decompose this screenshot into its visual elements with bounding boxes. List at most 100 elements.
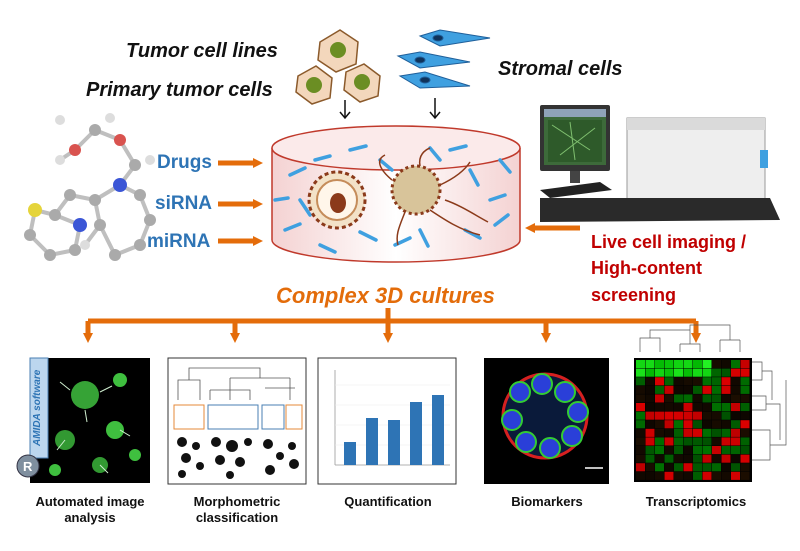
heatmap-cell [655,446,664,455]
heatmap-cell [721,411,731,420]
heatmap-cell [702,368,712,377]
caption-line2: analysis [64,510,116,525]
heatmap-cell [712,428,721,437]
heatmap-cell [645,437,655,446]
heatmap-cell [664,454,674,463]
heatmap-cell [683,446,693,455]
heatmap-cell [683,360,693,369]
imaging-label-line3: screening [591,285,677,305]
heatmap-cell [674,454,683,463]
heatmap-cell [721,377,731,386]
heatmap-cell [674,394,683,403]
heatmap-cell [740,454,750,463]
heatmap-cell [645,377,655,386]
primary-tumor-cells-label: Primary tumor cells [86,79,273,101]
biomarkers-panel [484,358,609,484]
heatmap-cell [693,446,702,455]
heatmap-cell [645,368,655,377]
heatmap-cell [731,377,740,386]
heatmap-cell [636,394,645,403]
heatmap-cell [721,394,731,403]
heatmap-cell [721,454,731,463]
heatmap-cell [693,437,702,446]
heatmap-cell [712,411,721,420]
heatmap-cell [655,463,664,472]
heatmap-cell [740,360,750,369]
heatmap-cell [702,428,712,437]
heatmap-cell [674,420,683,429]
caption-line1: Morphometric [193,494,281,509]
heatmap-cell [655,411,664,420]
tumor-cell-lines-label: Tumor cell lines [126,40,278,62]
heatmap-cell [664,394,674,403]
svg-text:R: R [23,459,33,474]
heatmap-cell [721,420,731,429]
heatmap-cell [740,463,750,472]
heatmap-cell [740,437,750,446]
heatmap-cell [645,446,655,455]
heatmap-cell [674,428,683,437]
heatmap-cell [683,454,693,463]
heatmap-cell [664,420,674,429]
heatmap-cell [636,471,645,480]
heatmap-cell [693,360,702,369]
heatmap-cell [655,437,664,446]
heatmap-cell [645,428,655,437]
heatmap-cell [693,377,702,386]
heatmap-cell [664,437,674,446]
heatmap-cell [636,463,645,472]
heatmap-cell [702,420,712,429]
transcriptomics-panel [634,324,787,482]
heatmap-cell [664,411,674,420]
heatmap-cell [721,403,731,412]
heatmap-cell [674,360,683,369]
heatmap-cell [712,471,721,480]
heatmap-cell [636,403,645,412]
heatmap-cell [636,411,645,420]
heatmap-cell [645,454,655,463]
heatmap-cell [664,368,674,377]
imaging-system-illustration [540,105,780,222]
heatmap-cell [693,394,702,403]
heatmap-cell [693,411,702,420]
heatmap-cell [655,428,664,437]
culture-dish [271,125,521,263]
heatmap-cell [674,446,683,455]
heatmap-cell [664,360,674,369]
heatmap-cell [636,420,645,429]
heatmap-cell [636,454,645,463]
heatmap-cell [712,368,721,377]
heatmap-cell [683,385,693,394]
heatmap-cell [645,360,655,369]
heatmap-cell [731,360,740,369]
heatmap-cell [683,437,693,446]
heatmap-cell [712,394,721,403]
heatmap-cell [740,471,750,480]
heatmap-cell [636,437,645,446]
caption-line1: Transcriptomics [645,494,747,509]
heatmap-cell [702,454,712,463]
heatmap-cell [655,420,664,429]
heatmap-cell [655,368,664,377]
amida-software-label: AMIDA software [32,369,43,447]
heatmap-cell [731,463,740,472]
heatmap-cell [683,368,693,377]
heatmap-cell [683,420,693,429]
heatmap-cell [721,471,731,480]
heatmap-cell [655,360,664,369]
heatmap-cell [683,411,693,420]
heatmap-cell [636,446,645,455]
heatmap-cell [731,428,740,437]
heatmap-cell [702,463,712,472]
heatmap-cell [655,471,664,480]
heatmap-cell [636,360,645,369]
heatmap-cell [702,385,712,394]
heatmap-cell [702,411,712,420]
heatmap-cell [645,403,655,412]
heatmap-cell [664,446,674,455]
heatmap-cell [740,428,750,437]
automated-image-analysis-caption: Automated image analysis [20,494,160,526]
mirna-label: miRNA [147,231,211,252]
heatmap-cell [731,403,740,412]
